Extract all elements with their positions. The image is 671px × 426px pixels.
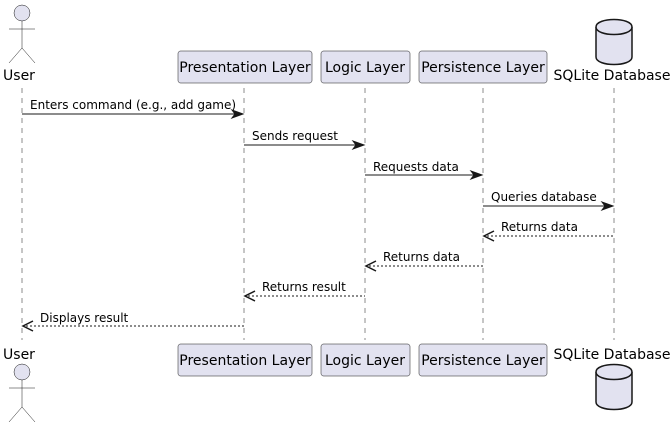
- actor-user-bottom: User: [3, 347, 36, 423]
- arrowhead-icon: [230, 108, 245, 120]
- database-sqlite-top: SQLite Database: [554, 18, 671, 84]
- actor-icon: [8, 363, 36, 423]
- database-icon: [595, 363, 633, 411]
- message-label: Enters command (e.g., add game): [30, 98, 236, 112]
- message-label: Displays result: [40, 311, 129, 325]
- database-icon: [595, 18, 633, 66]
- participant-label-user: User: [3, 68, 35, 84]
- participant-label-user: User: [3, 347, 35, 363]
- lifelines: [21, 88, 615, 340]
- database-sqlite-bottom: SQLite Database: [554, 347, 671, 411]
- arrowhead-icon: [482, 230, 495, 242]
- participant-label-logic: Logic Layer: [325, 60, 405, 76]
- message-label: Returns data: [501, 220, 578, 234]
- participant-label-sqlite: SQLite Database: [554, 68, 671, 84]
- arrowhead-icon: [21, 320, 34, 332]
- message-label: Sends request: [252, 129, 338, 143]
- participants-top: User Presentation Layer Logic Layer Pers…: [3, 4, 671, 84]
- participant-persistence-bottom: Persistence Layer: [418, 343, 548, 377]
- message-5: Returns data: [482, 220, 614, 242]
- arrowhead-icon: [600, 200, 615, 212]
- arrowhead-icon: [351, 139, 366, 151]
- arrowhead-icon: [364, 260, 377, 272]
- participant-logic-top: Logic Layer: [320, 50, 411, 84]
- message-7: Returns result: [243, 280, 365, 302]
- message-3: Requests data: [365, 160, 484, 181]
- participant-label-presentation: Presentation Layer: [179, 353, 311, 369]
- message-8: Displays result: [21, 311, 244, 332]
- participants-bottom: User Presentation Layer Logic Layer Pers…: [3, 343, 671, 423]
- participant-label-persistence: Persistence Layer: [421, 60, 545, 76]
- messages: Enters command (e.g., add game) Sends re…: [21, 98, 615, 332]
- participant-label-logic: Logic Layer: [325, 353, 405, 369]
- participant-label-presentation: Presentation Layer: [179, 60, 311, 76]
- arrowhead-icon: [243, 290, 256, 302]
- message-label: Returns result: [262, 280, 346, 294]
- participant-persistence-top: Persistence Layer: [418, 50, 548, 84]
- participant-label-persistence: Persistence Layer: [421, 353, 545, 369]
- participant-presentation-top: Presentation Layer: [177, 50, 313, 84]
- participant-logic-bottom: Logic Layer: [320, 343, 411, 377]
- message-1: Enters command (e.g., add game): [22, 98, 245, 120]
- actor-user-top: User: [3, 4, 36, 84]
- message-6: Returns data: [364, 250, 483, 272]
- message-label: Requests data: [373, 160, 459, 174]
- message-label: Queries database: [491, 190, 597, 204]
- message-label: Returns data: [383, 250, 460, 264]
- participant-presentation-bottom: Presentation Layer: [177, 343, 313, 377]
- message-4: Queries database: [483, 190, 615, 212]
- actor-icon: [8, 4, 36, 64]
- arrowhead-icon: [469, 169, 484, 181]
- message-2: Sends request: [244, 129, 366, 151]
- participant-label-sqlite: SQLite Database: [554, 347, 671, 363]
